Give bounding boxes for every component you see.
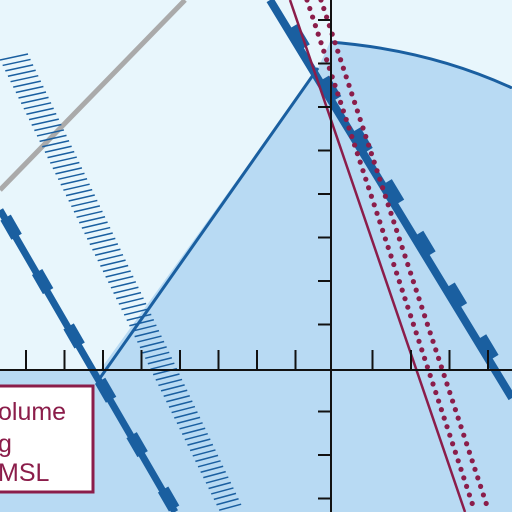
gray-road-line xyxy=(0,0,187,192)
hatched-boundary-band xyxy=(0,53,242,511)
label-line-2: g xyxy=(0,430,12,458)
airspace-boundary-arc xyxy=(329,40,512,90)
airspace-shaded-area xyxy=(0,42,512,512)
airspace-boundary-diagonal xyxy=(98,67,320,379)
right-boundary-line xyxy=(266,0,512,401)
restricted-area-line xyxy=(288,0,467,512)
restricted-dotted-line xyxy=(304,0,489,507)
left-boundary-line xyxy=(0,208,180,512)
airspace-label-box: olume g MSL xyxy=(0,384,95,494)
label-line-1: olume xyxy=(0,398,66,426)
label-line-3: MSL xyxy=(0,459,50,487)
